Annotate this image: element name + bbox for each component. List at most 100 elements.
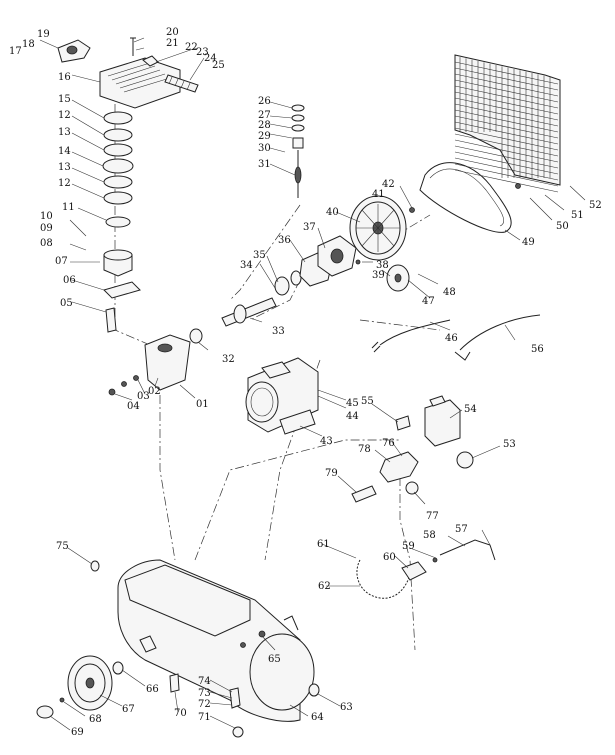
callout-c73: 73 [198, 688, 211, 699]
callout-c31: 31 [258, 159, 271, 170]
callout-c28: 28 [258, 120, 271, 131]
drain-plug [169, 673, 180, 693]
callout-c78: 78 [358, 444, 371, 455]
callout-c08: 08 [40, 238, 53, 249]
callout-c15: 15 [58, 94, 71, 105]
air-tank [117, 559, 315, 722]
power-cable-46 [371, 319, 451, 353]
callout-c49: 49 [522, 237, 535, 248]
oil-seal-32 [189, 328, 203, 344]
callout-c65: 65 [268, 654, 281, 665]
callout-c76: 76 [382, 438, 395, 449]
callout-c61: 61 [317, 539, 330, 550]
callout-c16: 16 [58, 72, 71, 83]
callout-c26: 26 [258, 96, 271, 107]
callout-c70: 70 [174, 708, 187, 719]
callout-c19: 19 [37, 29, 50, 40]
callout-c05: 05 [60, 298, 73, 309]
callout-c33: 33 [272, 326, 285, 337]
regulator [379, 451, 419, 483]
callout-c42: 42 [382, 179, 395, 190]
callout-c36: 36 [278, 235, 291, 246]
pressure-switch-assembly [351, 395, 474, 503]
callout-c14: 14 [58, 146, 71, 157]
unloader-pipe [439, 539, 496, 561]
callout-c06: 06 [63, 275, 76, 286]
electric-motor [245, 357, 319, 435]
callout-c17: 17 [9, 46, 22, 57]
tank-foot [139, 635, 157, 653]
callout-c20: 20 [166, 27, 179, 38]
valve-plate-12a [103, 128, 133, 142]
tank-bushing [308, 683, 320, 697]
callout-c53: 53 [503, 439, 516, 450]
hub-cap [36, 705, 54, 719]
callout-c58: 58 [423, 530, 436, 541]
callout-c35: 35 [253, 250, 266, 261]
callout-c32: 32 [222, 354, 235, 365]
cylinder-gasket [103, 281, 141, 299]
callout-c69: 69 [71, 727, 84, 738]
pressure-gauge-77 [405, 481, 419, 495]
drive-belt [419, 162, 512, 233]
crankshaft-assembly [189, 235, 357, 344]
callout-c51: 51 [571, 210, 584, 221]
wheel-washer [112, 661, 124, 675]
callout-c13b: 13 [58, 162, 71, 173]
callout-c47: 47 [422, 296, 435, 307]
cylinder-head [99, 57, 181, 109]
belt-guard [454, 54, 561, 193]
bearing-35 [290, 270, 302, 286]
head-bolt [130, 37, 136, 56]
piston-ring-11 [105, 216, 131, 228]
callout-c37: 37 [303, 222, 316, 233]
callout-c41: 41 [372, 189, 385, 200]
crankcase-bolt [108, 388, 116, 396]
callout-c66: 66 [146, 684, 159, 695]
callout-c56: 56 [531, 344, 544, 355]
callout-c39: 39 [372, 270, 385, 281]
callout-c22: 22 [185, 42, 198, 53]
callout-c01: 01 [196, 399, 209, 410]
callout-c60: 60 [383, 552, 396, 563]
callout-c71: 71 [198, 712, 211, 723]
callout-c67: 67 [122, 704, 135, 715]
callout-c72: 72 [198, 699, 211, 710]
callout-c21: 21 [166, 38, 179, 49]
callout-c23: 23 [196, 47, 209, 58]
callout-c30: 30 [258, 143, 271, 154]
flywheel-assembly [349, 195, 415, 292]
air-filter-port [66, 45, 78, 55]
callout-c74: 74 [198, 676, 211, 687]
reed-valve-13b [103, 175, 133, 189]
callout-c63: 63 [340, 702, 353, 713]
gasket-12b [103, 191, 133, 205]
leader-lines [39, 37, 586, 731]
callout-c29: 29 [258, 131, 271, 142]
callout-c77: 77 [426, 511, 439, 522]
callout-c59: 59 [402, 541, 415, 552]
callout-c07: 07 [55, 256, 68, 267]
callout-c55: 55 [361, 396, 374, 407]
callout-c50: 50 [556, 221, 569, 232]
callout-c45: 45 [346, 398, 359, 409]
callout-c27: 27 [258, 110, 271, 121]
callout-c02: 02 [148, 386, 161, 397]
drain-valve [229, 687, 241, 709]
callout-c09: 09 [40, 223, 53, 234]
crankshaft [221, 297, 277, 327]
callout-c62: 62 [318, 581, 331, 592]
reed-valve-13a [103, 143, 133, 157]
callout-c54: 54 [464, 404, 477, 415]
tank-end-cap [249, 633, 315, 711]
callout-c12a: 12 [58, 110, 71, 121]
outlet-fitting [142, 55, 159, 67]
relief-valve [395, 415, 411, 431]
callout-c18: 18 [22, 39, 35, 50]
callout-c12b: 12 [58, 178, 71, 189]
callout-c25: 25 [212, 60, 225, 71]
crankcase [108, 334, 191, 396]
dipstick-assembly [291, 104, 305, 198]
